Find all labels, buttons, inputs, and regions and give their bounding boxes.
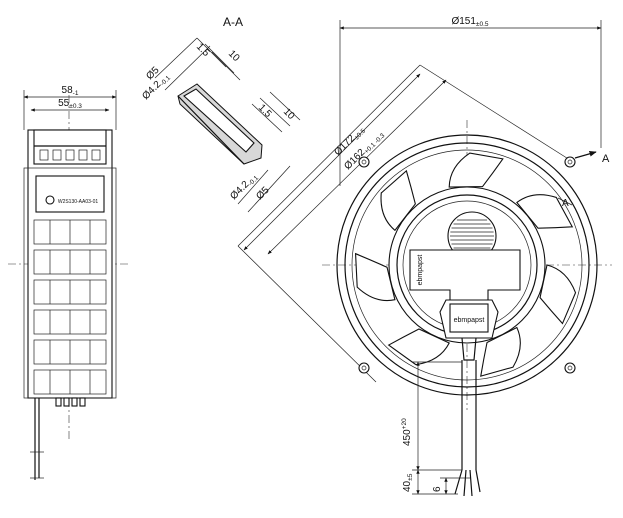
dim-l40: 40±5	[402, 473, 414, 492]
section-a-a: A-A Ø5 Ø4.2-0.1 1.5 10 1.5 10 Ø4.2-0.1 Ø…	[140, 15, 301, 213]
dim-10-top: 10	[226, 48, 242, 64]
dim-d151: Ø151±0.5	[451, 16, 488, 28]
dim-58-value: 58-1	[62, 85, 79, 97]
dim-d5-bottom: Ø5	[254, 185, 272, 203]
dim-d5-top: Ø5	[144, 65, 162, 83]
side-part-number: W2S130-AA03-01	[58, 199, 99, 205]
dim-l450: 450+20	[401, 418, 413, 446]
front-view: Ø151±0.5 Ø172±0.5 Ø162+0.1 -0.3 A A	[237, 16, 612, 497]
side-view: 58-1 55±0.3 W2S130-AA03-01	[8, 85, 130, 480]
dim-55-value: 55±0.3	[58, 98, 82, 110]
dim-15-mid: 1.5	[256, 102, 274, 120]
section-a-a-title: A-A	[223, 15, 243, 29]
dim-l6: 6	[432, 486, 443, 492]
connector-brand-label: ebmpapst	[454, 317, 485, 324]
dim-d42-bottom: Ø4.2-0.1	[228, 171, 260, 203]
hub-brand-label: ebmpapst	[417, 255, 424, 286]
section-marker-side: A	[562, 198, 569, 209]
dim-15-top: 1.5	[194, 41, 212, 59]
section-marker-top: A	[602, 153, 610, 165]
